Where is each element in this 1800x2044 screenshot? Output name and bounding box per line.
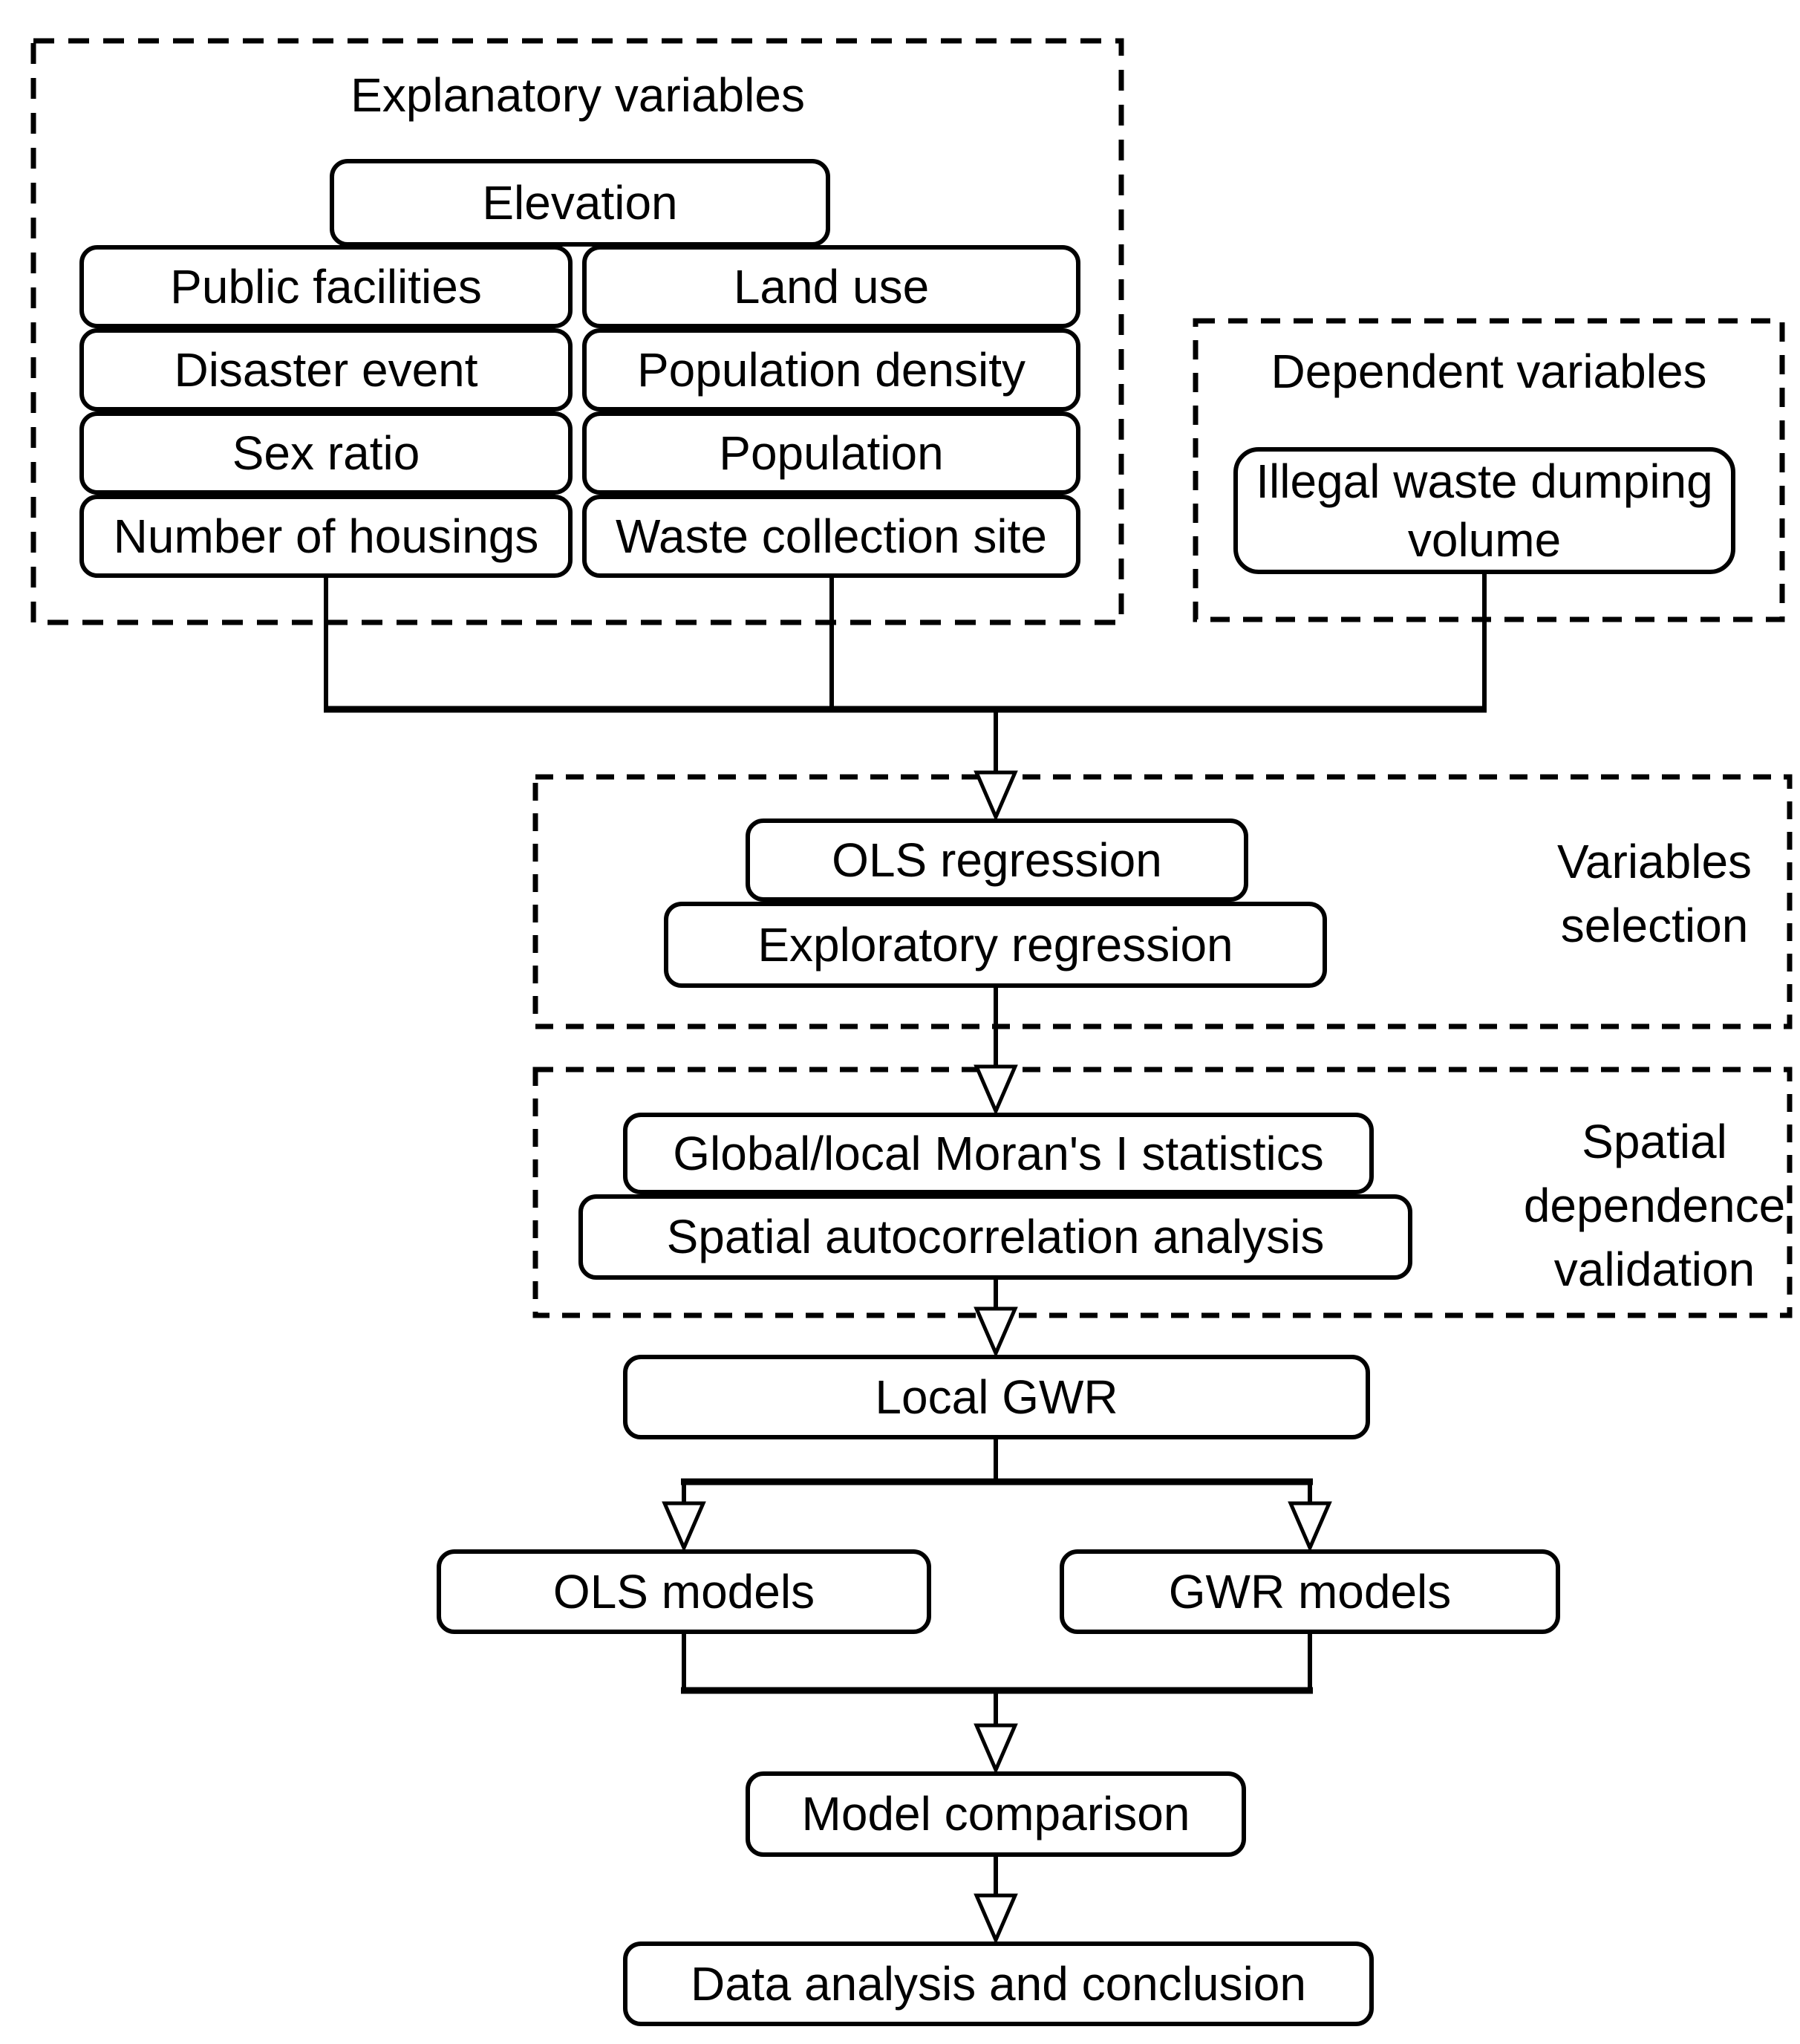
spatial-dependence-group-border bbox=[532, 1067, 1793, 1318]
arrow-down-icon bbox=[974, 1064, 1018, 1116]
node-spatial-autocorrelation: Spatial autocorrelation analysis bbox=[578, 1194, 1412, 1280]
variables-selection-label: Variables selection bbox=[1556, 835, 1752, 952]
node-model-comparison: Model comparison bbox=[746, 1771, 1246, 1857]
node-disaster-event: Disaster event bbox=[79, 328, 573, 411]
arrow-down-icon bbox=[974, 770, 1018, 822]
dependent-group-title: Dependent variables bbox=[1271, 345, 1707, 398]
node-sex-ratio: Sex ratio bbox=[79, 411, 573, 495]
node-illegal-waste-dumping-volume: Illegal waste dumping volume bbox=[1233, 447, 1735, 574]
explanatory-group-title: Explanatory variables bbox=[350, 68, 805, 122]
node-population-density: Population density bbox=[582, 328, 1080, 411]
node-morans-i-statistics: Global/local Moran's I statistics bbox=[623, 1113, 1374, 1194]
arrow-down-icon bbox=[1288, 1501, 1332, 1553]
arrow-down-icon bbox=[974, 1723, 1018, 1775]
node-population: Population bbox=[582, 411, 1080, 495]
variables-selection-group-border bbox=[532, 774, 1793, 1029]
node-ols-regression: OLS regression bbox=[746, 818, 1248, 902]
arrow-down-icon bbox=[974, 1306, 1018, 1358]
dependent-group-border bbox=[1193, 318, 1785, 622]
node-exploratory-regression: Exploratory regression bbox=[664, 902, 1327, 988]
arrow-down-icon bbox=[662, 1501, 706, 1553]
node-elevation: Elevation bbox=[330, 159, 830, 247]
node-public-facilities: Public facilities bbox=[79, 245, 573, 328]
node-gwr-models: GWR models bbox=[1060, 1549, 1560, 1634]
node-waste-collection-site: Waste collection site bbox=[582, 495, 1080, 578]
node-number-of-housings: Number of housings bbox=[79, 495, 573, 578]
node-local-gwr: Local GWR bbox=[623, 1355, 1370, 1439]
arrow-down-icon bbox=[974, 1893, 1018, 1945]
node-ols-models: OLS models bbox=[437, 1549, 931, 1634]
explanatory-group-border bbox=[30, 38, 1124, 625]
spatial-dependence-label: Spatial dependence validation bbox=[1523, 1115, 1786, 1296]
node-land-use: Land use bbox=[582, 245, 1080, 328]
node-data-analysis-and-conclusion: Data analysis and conclusion bbox=[623, 1942, 1374, 2026]
